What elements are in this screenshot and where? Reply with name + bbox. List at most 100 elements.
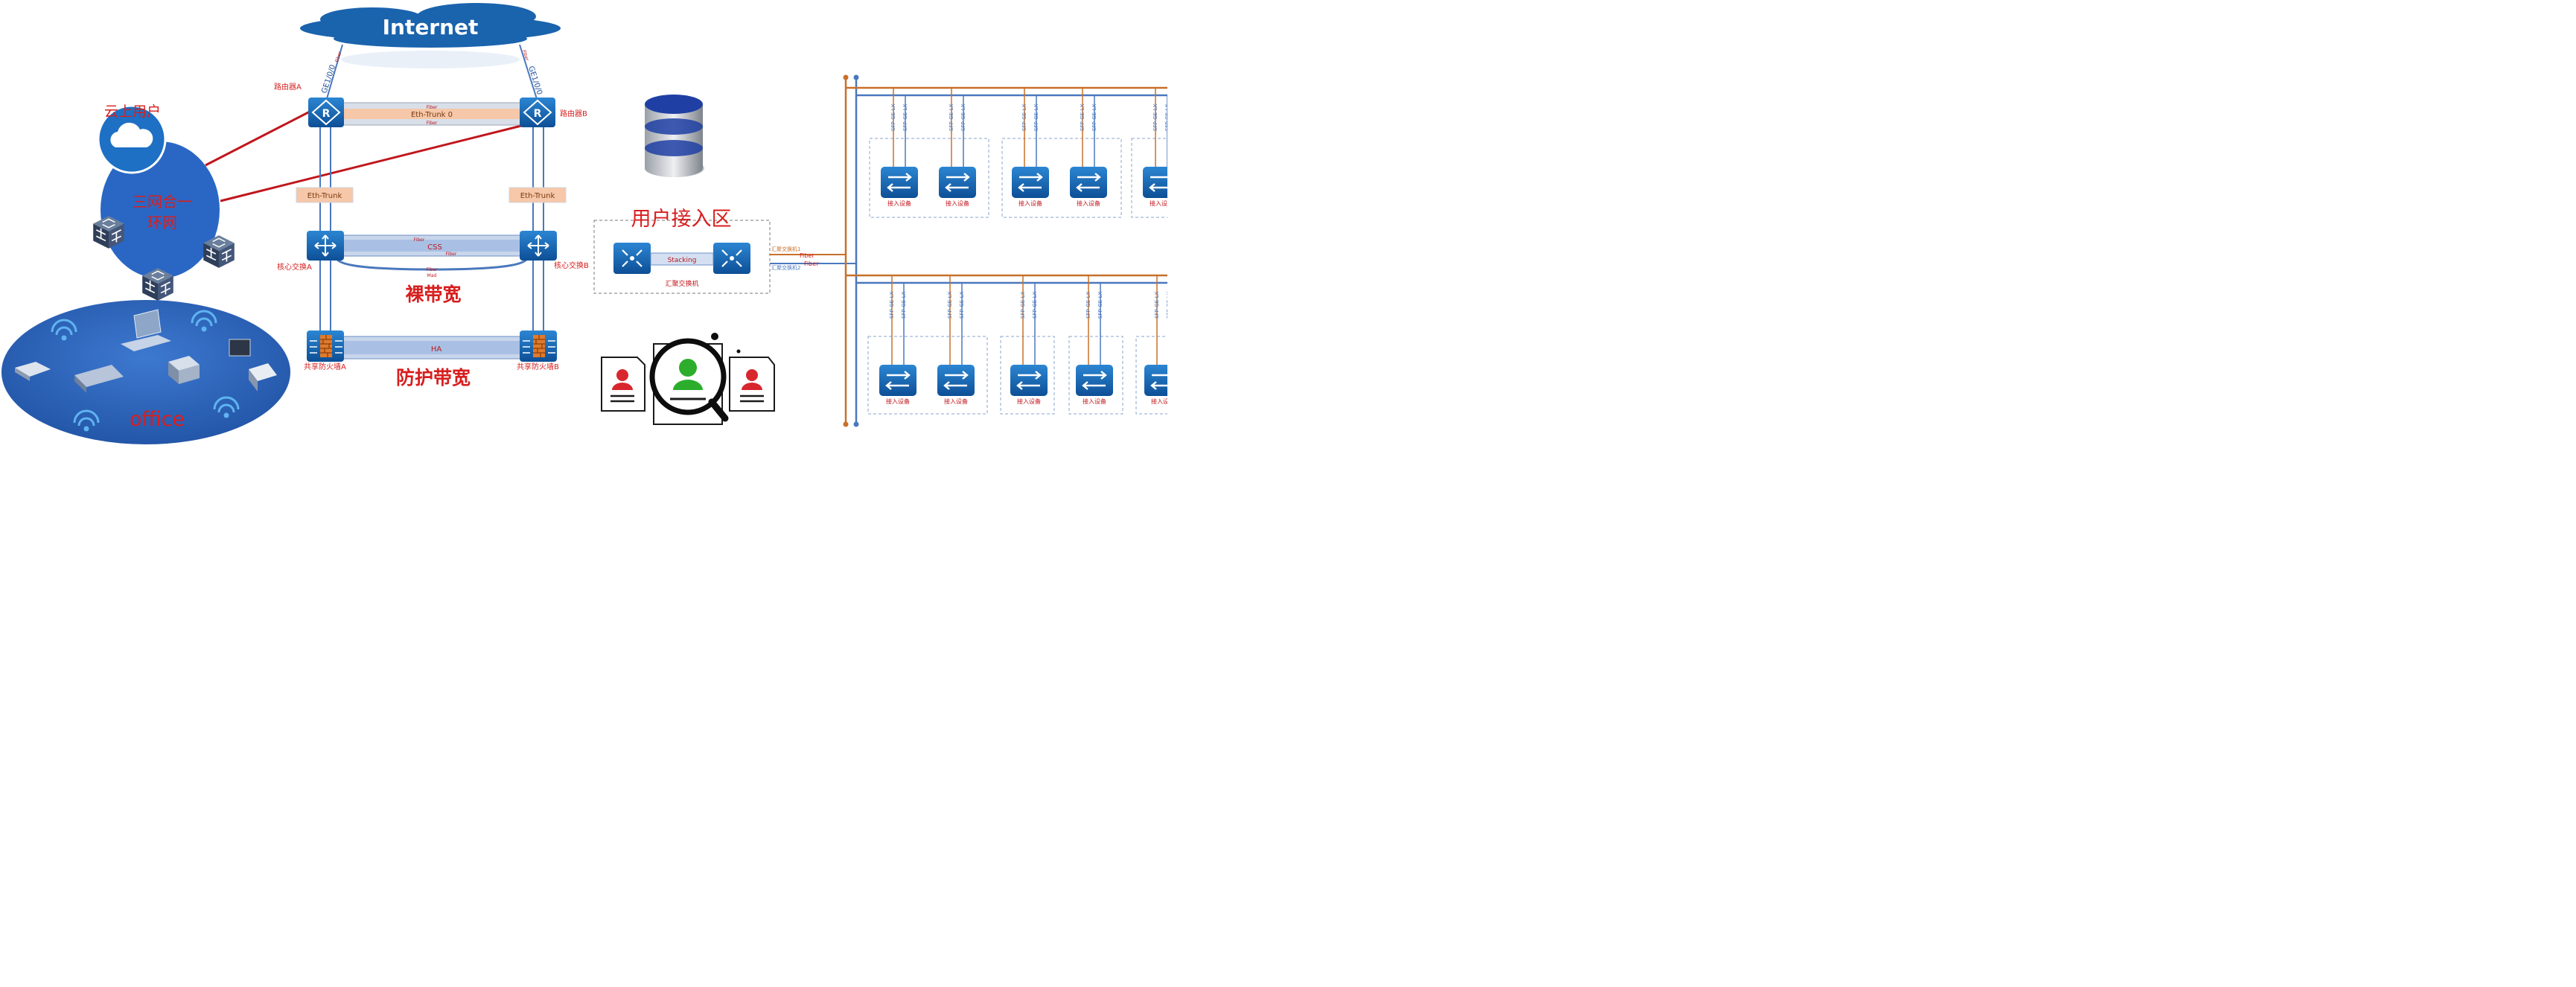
monitor-icon [229,339,251,357]
eth-trunk0-bar [342,109,521,119]
access-group-box [869,138,989,218]
access-device-label: 接入设备 [1151,397,1167,405]
router-icon: R [308,98,344,127]
sfp-label: SFP-GE-LX [1154,291,1160,319]
access-switch-icon [1010,365,1048,396]
firewall-a-label: 共享防火墙A [304,362,346,371]
printer-icon [168,356,200,384]
bare-bandwidth-label: 裸带宽 [405,284,461,305]
eth-trunk0-label: Eth-Trunk 0 [411,111,453,119]
access-layer: SFP-GE-LX SFP-GE-LX 接入设备 SFP-GE-LX SFP-GE-LX… [867,88,1167,415]
mad-fiber-label: Fiber [427,267,438,272]
access-device-label: 接入设备 [887,199,911,207]
sfp-label: SFP-GE-LX [1021,103,1027,131]
firewall-icon [307,330,344,362]
router-b-label: 路由器B [560,109,587,118]
internet-label: Internet [383,15,479,39]
laptop-icon [121,309,171,351]
access-switch-icon [937,365,975,396]
sfp-label: SFP-GE-LX [1164,103,1167,131]
agg2-fiber: Fiber [804,261,819,267]
vertical-links [319,127,544,342]
access-group-box [1068,336,1123,415]
sfp-label: SFP-GE-LX [901,291,907,319]
firewall-b-label: 共享防火墙B [517,362,559,371]
stacking-band [650,252,714,266]
network-diagram: 三网合一 环网 云上用户 office [0,3,1167,446]
sfp-label: SFP-GE-LX [1091,103,1097,131]
sfp-label: SFP-GE-LX [949,103,954,131]
core-a-label: 核心交换A [277,262,312,272]
sfp-label: SFP-GE-LX [1033,103,1039,131]
access-switch-icon [1144,365,1167,396]
meeting-table-icon [74,365,124,393]
backbone-lines [843,74,1167,427]
aggregation-switch-icon [613,243,651,274]
css-label: CSS [427,243,442,252]
access-switch-icon [881,167,918,198]
sfp-label: SFP-GE-LX [889,291,895,319]
stacking-label: Stacking [668,257,697,264]
firewall-icon [520,330,557,362]
access-switch-icon [1070,167,1107,198]
sfp-label: SFP-GE-LX [960,103,966,131]
access-device-label: 接入设备 [944,397,968,405]
eth-trunk0-fiber-top: Fiber [427,105,438,110]
sfp-label: SFP-GE-LX [1097,291,1103,319]
user-search-icon [649,333,741,425]
sfp-label: SFP-GE-LX [890,103,896,131]
access-device-label: 接入设备 [1077,199,1100,207]
access-group-box [1001,138,1122,218]
eth-trunk-tag-right [508,187,567,203]
uplink-b-fiber: Fiber [521,49,529,62]
svg-text:R: R [534,108,542,120]
sfp-label: SFP-GE-LX [959,291,965,319]
router-a-interface: GE1/0/0 [320,64,337,95]
wifi-icon [51,310,240,432]
access-group-box [867,336,988,415]
access-switch-icon [1012,167,1049,198]
core-switch-icon [307,231,344,261]
access-group-box [1000,336,1055,415]
internet-cloud [300,3,561,68]
css-fiber-top: Fiber [414,237,425,243]
access-switch-icon [879,365,916,396]
sfp-label: SFP-GE-LX [1085,291,1091,319]
access-device-label: 接入设备 [1017,397,1041,405]
css-bar [342,240,521,252]
access-switch-icon [939,167,976,198]
office-label: office [130,408,185,431]
sfp-label: SFP-GE-LX [1152,103,1158,131]
access-zone-title: 用户接入区 [631,208,732,231]
access-switch-icon [1143,167,1167,198]
sfp-label: SFP-GE-LX [1166,291,1167,319]
database-icon [645,95,704,177]
aggregation-label: 汇聚交换机 [665,279,698,288]
svg-text:R: R [322,108,331,120]
ha-bar [342,341,521,354]
aggregation-switch-icon [713,243,750,274]
sfp-label: SFP-GE-LX [1080,103,1085,131]
ring-label-line1: 三网合一 [133,193,192,211]
access-device-label: 接入设备 [1150,199,1167,207]
uplink-a-fiber: Fiber [334,51,342,63]
access-group-box [1131,138,1167,218]
router-a-label: 路由器A [274,82,302,92]
eth-trunk0-fiber-bottom: Fiber [427,121,438,126]
ha-label: HA [431,345,442,354]
agg2-label: 汇聚交换机2 [771,264,800,271]
eth-trunk-tag-right-label: Eth-Trunk [520,192,555,200]
office-ellipse [0,298,292,446]
eth-trunk-tag-left-label: Eth-Trunk [307,192,342,200]
user-card-icon [601,357,645,412]
access-device-label: 接入设备 [946,199,969,207]
sfp-label: SFP-GE-LX [947,291,953,319]
router-b-interface: GE1/0/0 [526,66,543,96]
mad-link [335,257,529,271]
mad-label: Mad [427,273,437,278]
fax-icon [249,363,277,392]
cloud-icon [97,104,167,174]
uplink-a [325,44,343,102]
core-switch-icon [520,231,557,261]
access-device-label: 接入设备 [886,397,910,405]
